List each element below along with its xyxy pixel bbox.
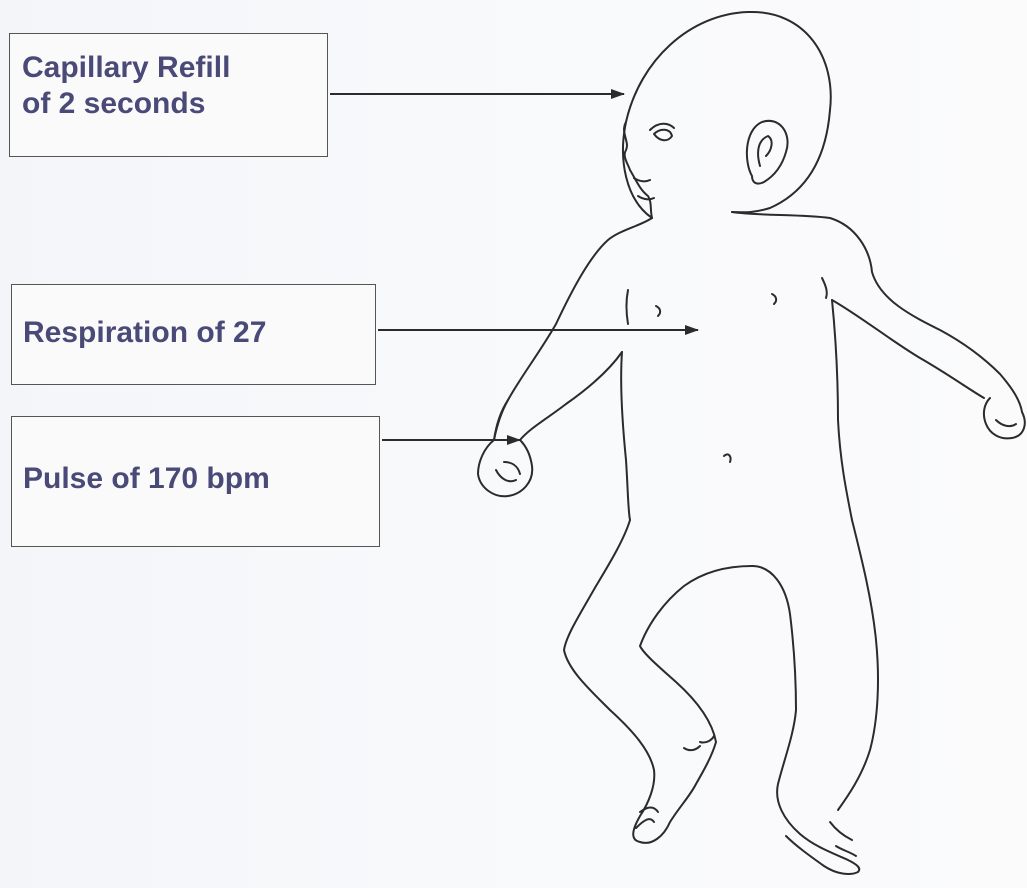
infant-eye — [654, 130, 672, 141]
infant-right-fist — [984, 398, 1025, 438]
infant-nipple-left — [656, 306, 660, 316]
infant-torso-right — [832, 300, 852, 520]
infant-ear — [747, 121, 788, 184]
infant-left-arm — [494, 352, 622, 440]
infant-right-arm — [832, 300, 984, 398]
infant-nipple-right — [772, 294, 776, 304]
pulse-label-box: Pulse of 170 bpm — [11, 416, 380, 547]
capillary-refill-label-box: Capillary Refill of 2 seconds — [9, 33, 328, 157]
respiration-label-box: Respiration of 27 — [11, 284, 376, 385]
infant-right-leg — [752, 566, 859, 874]
infant-head — [623, 12, 831, 218]
pulse-label: Pulse of 170 bpm — [23, 461, 270, 497]
infant-outline — [478, 12, 1025, 874]
capillary-refill-label: Capillary Refill of 2 seconds — [22, 50, 230, 122]
infant-torso-left — [621, 352, 630, 520]
respiration-label: Respiration of 27 — [23, 315, 266, 351]
infant-left-fist — [478, 440, 532, 496]
infant-right-thigh — [838, 520, 878, 810]
infant-navel — [724, 454, 731, 462]
infant-body-right — [732, 212, 1022, 412]
infant-left-leg — [564, 520, 752, 843]
